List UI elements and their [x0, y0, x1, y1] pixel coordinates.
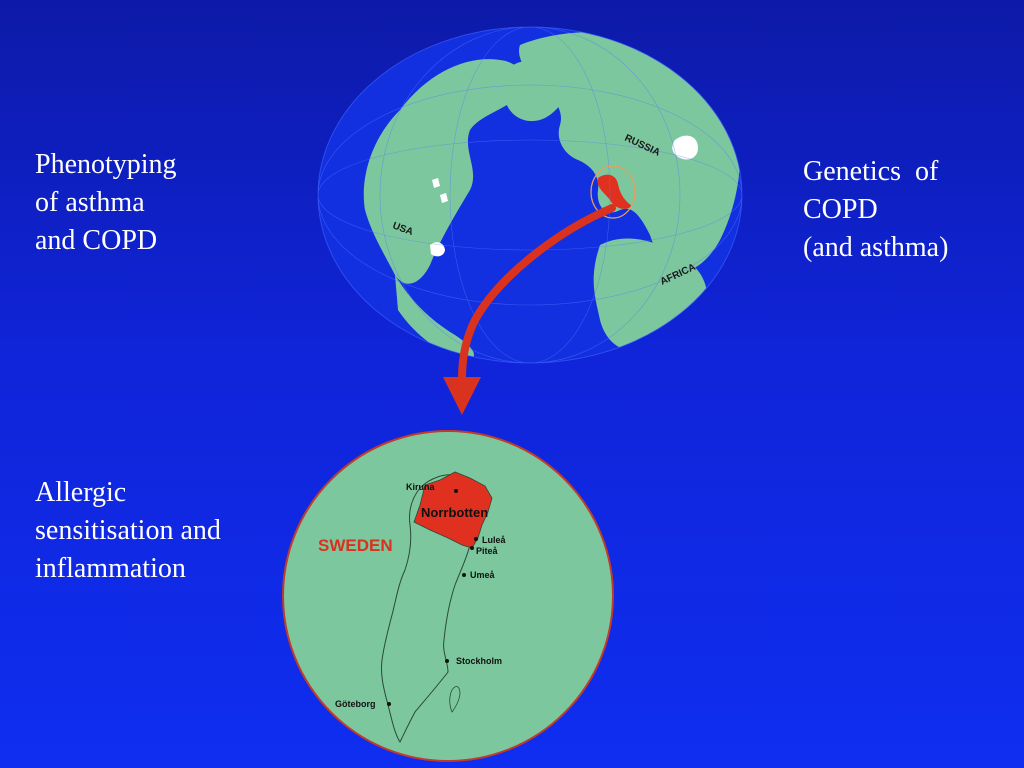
phenotyping-line-1: Phenotyping [35, 149, 177, 180]
allergic-text: Allergic sensitisation and inflammation [35, 474, 221, 588]
city-dot-goteborg [387, 702, 391, 706]
globe: RUSSIA USA AFRICA [317, 26, 743, 364]
city-stockholm: Stockholm [456, 656, 502, 666]
city-lulea: Luleå [482, 535, 507, 545]
sweden-country-label: SWEDEN [318, 536, 393, 555]
genetics-line-2: COPD [803, 194, 878, 225]
city-dot-lulea [474, 537, 478, 541]
city-dot-stockholm [445, 659, 449, 663]
sweden-map-background [282, 430, 614, 762]
city-dot-umea [462, 573, 466, 577]
globe-highlight-circle [590, 165, 636, 219]
genetics-line-3: (and asthma) [803, 232, 949, 263]
allergic-line-1: Allergic [35, 477, 127, 508]
allergic-line-3: inflammation [35, 553, 186, 584]
city-umea: Umeå [470, 570, 496, 580]
norrbotten-region [413, 471, 493, 549]
connector-arrow [443, 204, 616, 415]
gotland-outline [449, 686, 461, 713]
phenotyping-line-2: of asthma [35, 187, 145, 218]
city-goteborg: Göteborg [335, 699, 376, 709]
city-pitea: Piteå [476, 546, 499, 556]
norrbotten-label: Norrbotten [421, 505, 488, 520]
genetics-line-1: Genetics of [803, 156, 939, 187]
allergic-line-2: sensitisation and [35, 515, 221, 546]
phenotyping-line-3: and COPD [35, 225, 158, 256]
genetics-text: Genetics of COPD (and asthma) [803, 153, 948, 267]
phenotyping-text: Phenotyping of asthma and COPD [35, 146, 177, 260]
sweden-map: SWEDEN Norrbotten Kiruna Luleå Piteå Ume… [282, 430, 614, 762]
city-kiruna: Kiruna [406, 482, 435, 492]
city-dot-pitea [470, 546, 474, 550]
city-dot-kiruna [454, 489, 458, 493]
